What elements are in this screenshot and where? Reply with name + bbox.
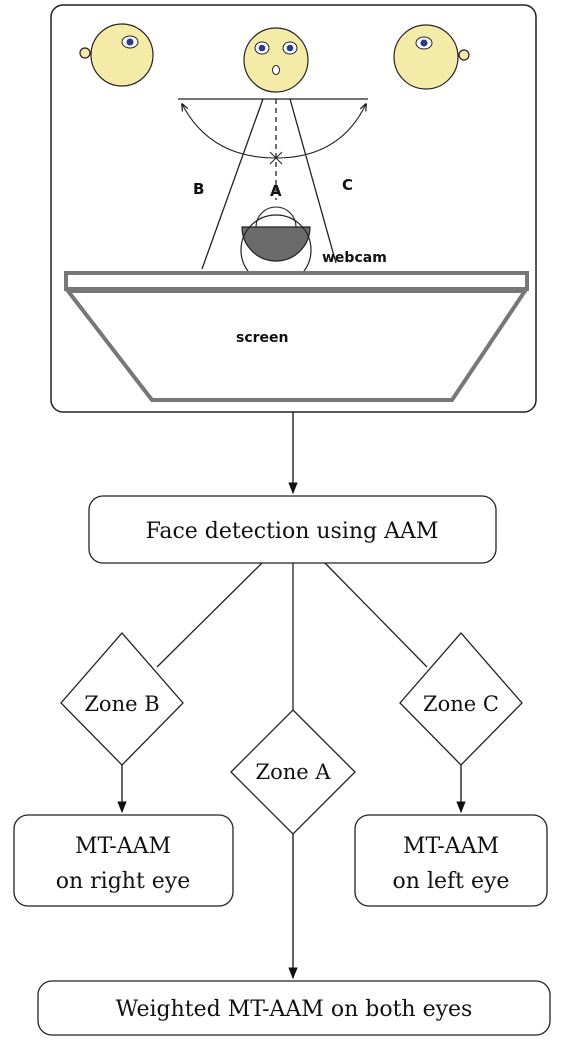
face-detection-label: Face detection using AAM (146, 519, 439, 544)
arc-tick-right (269, 151, 283, 165)
webcam-icon (240, 206, 312, 286)
head-center-front (243, 27, 309, 93)
head-left-profile (79, 23, 154, 87)
weighted-label: Weighted MT-AAM on both eyes (116, 997, 473, 1022)
right-eye-line1: MT-AAM (75, 834, 171, 859)
screen-label: screen (236, 330, 289, 346)
cone-line-left (201, 98, 264, 270)
right-eye-box (13, 814, 234, 907)
arc-arrow-left (182, 104, 277, 159)
zone-c-letter: C (342, 176, 353, 194)
zone-b-label: Zone B (84, 692, 159, 716)
webcam-label: webcam (322, 250, 387, 266)
zone-c-label: Zone C (423, 692, 499, 716)
zone-a-letter: A (270, 182, 282, 200)
screen-icon (63, 271, 529, 402)
cone-line-right (289, 98, 337, 264)
right-eye-line2: on right eye (56, 869, 191, 894)
head-right-profile (393, 24, 470, 90)
connector-to-zone-b (156, 562, 263, 668)
connector-to-zone-c (324, 562, 428, 668)
zone-b-letter: B (193, 180, 204, 198)
weighted-box (37, 980, 551, 1036)
zone-a-label: Zone A (255, 760, 331, 784)
arc-arrow-right (275, 104, 366, 159)
flowchart: Face detection using AAM Zone B Zone C Z… (13, 495, 551, 1036)
setup-illustration: B A C webcam screen (50, 4, 537, 413)
left-eye-line1: MT-AAM (403, 834, 499, 859)
left-eye-box (354, 814, 548, 907)
left-eye-line2: on left eye (393, 869, 510, 894)
